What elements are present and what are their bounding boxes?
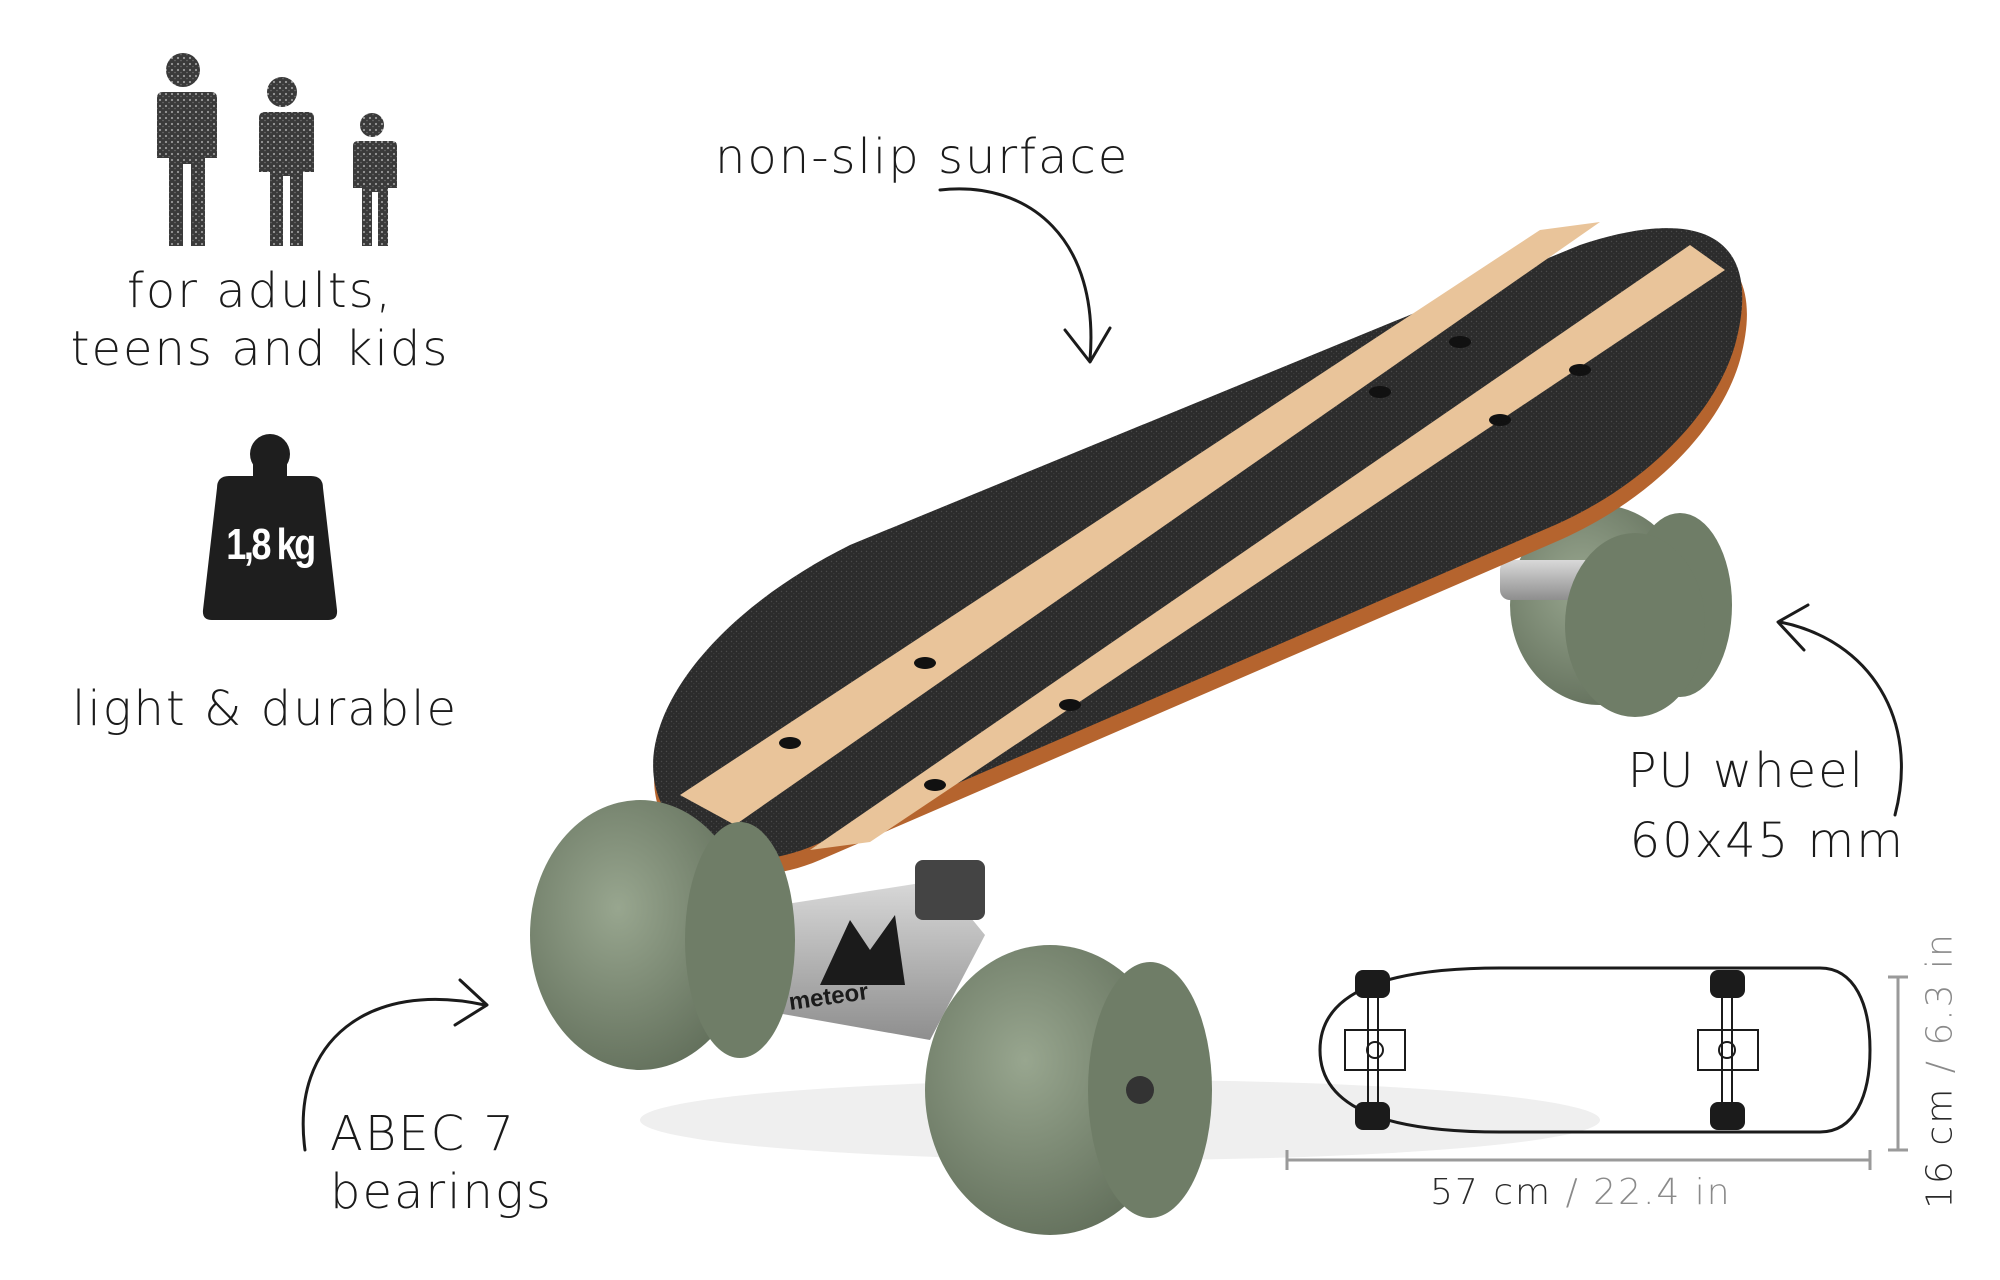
wheel-caption-line1: PU wheel <box>1627 743 1865 799</box>
wheel-caption: PU wheel 60x45 mm <box>1575 742 1905 870</box>
users-caption-line1: for adults, <box>127 263 393 319</box>
meteor-logo-icon <box>820 915 905 985</box>
bearings-caption-line1: ABEC 7 <box>330 1106 516 1162</box>
users-caption-line2: teens and kids <box>70 321 450 377</box>
weight-badge-text: 1,8 kg <box>226 520 316 569</box>
surface-label: non-slip surface <box>715 129 1130 185</box>
length-separator: / <box>1565 1172 1580 1213</box>
bearings-caption: ABEC 7 bearings <box>330 1105 630 1221</box>
back-wheel-right <box>1565 533 1705 717</box>
skateboard-outline-icon <box>1318 966 1872 1134</box>
length-dimension-line <box>1285 1150 1872 1170</box>
people-icon <box>155 53 397 246</box>
deck-bolts <box>779 336 1591 791</box>
weight-caption: light & durable <box>72 681 459 737</box>
skateboard-illustration: meteor <box>530 222 1747 1235</box>
wheel-caption-line2: 60x45 mm <box>1629 813 1905 869</box>
grip-tape <box>653 228 1743 860</box>
width-imperial: 6.3 in <box>1919 932 1961 1046</box>
front-wheel-left <box>530 800 795 1070</box>
curved-arrow-icon <box>301 978 489 1152</box>
width-dimension-label: 16 cm / 6.3 in <box>1920 921 1961 1221</box>
front-wheel-right <box>925 945 1212 1235</box>
length-imperial: 22.4 in <box>1593 1172 1732 1213</box>
users-caption: for adults, teens and kids <box>40 262 480 378</box>
curved-arrow-icon <box>1776 603 1903 817</box>
width-dimension-line <box>1888 975 1908 1152</box>
wood-stripe-2 <box>810 245 1725 850</box>
bearings-caption-line2: bearings <box>330 1164 553 1220</box>
wood-stripe-1 <box>680 222 1600 825</box>
width-separator: / <box>1919 1059 1961 1074</box>
weight-icon <box>202 434 338 620</box>
width-metric: 16 cm <box>1919 1086 1961 1209</box>
curved-arrow-icon <box>938 187 1112 364</box>
length-dimension-label: 57 cm / 22.4 in <box>1430 1172 1770 1213</box>
length-metric: 57 cm <box>1430 1172 1553 1213</box>
